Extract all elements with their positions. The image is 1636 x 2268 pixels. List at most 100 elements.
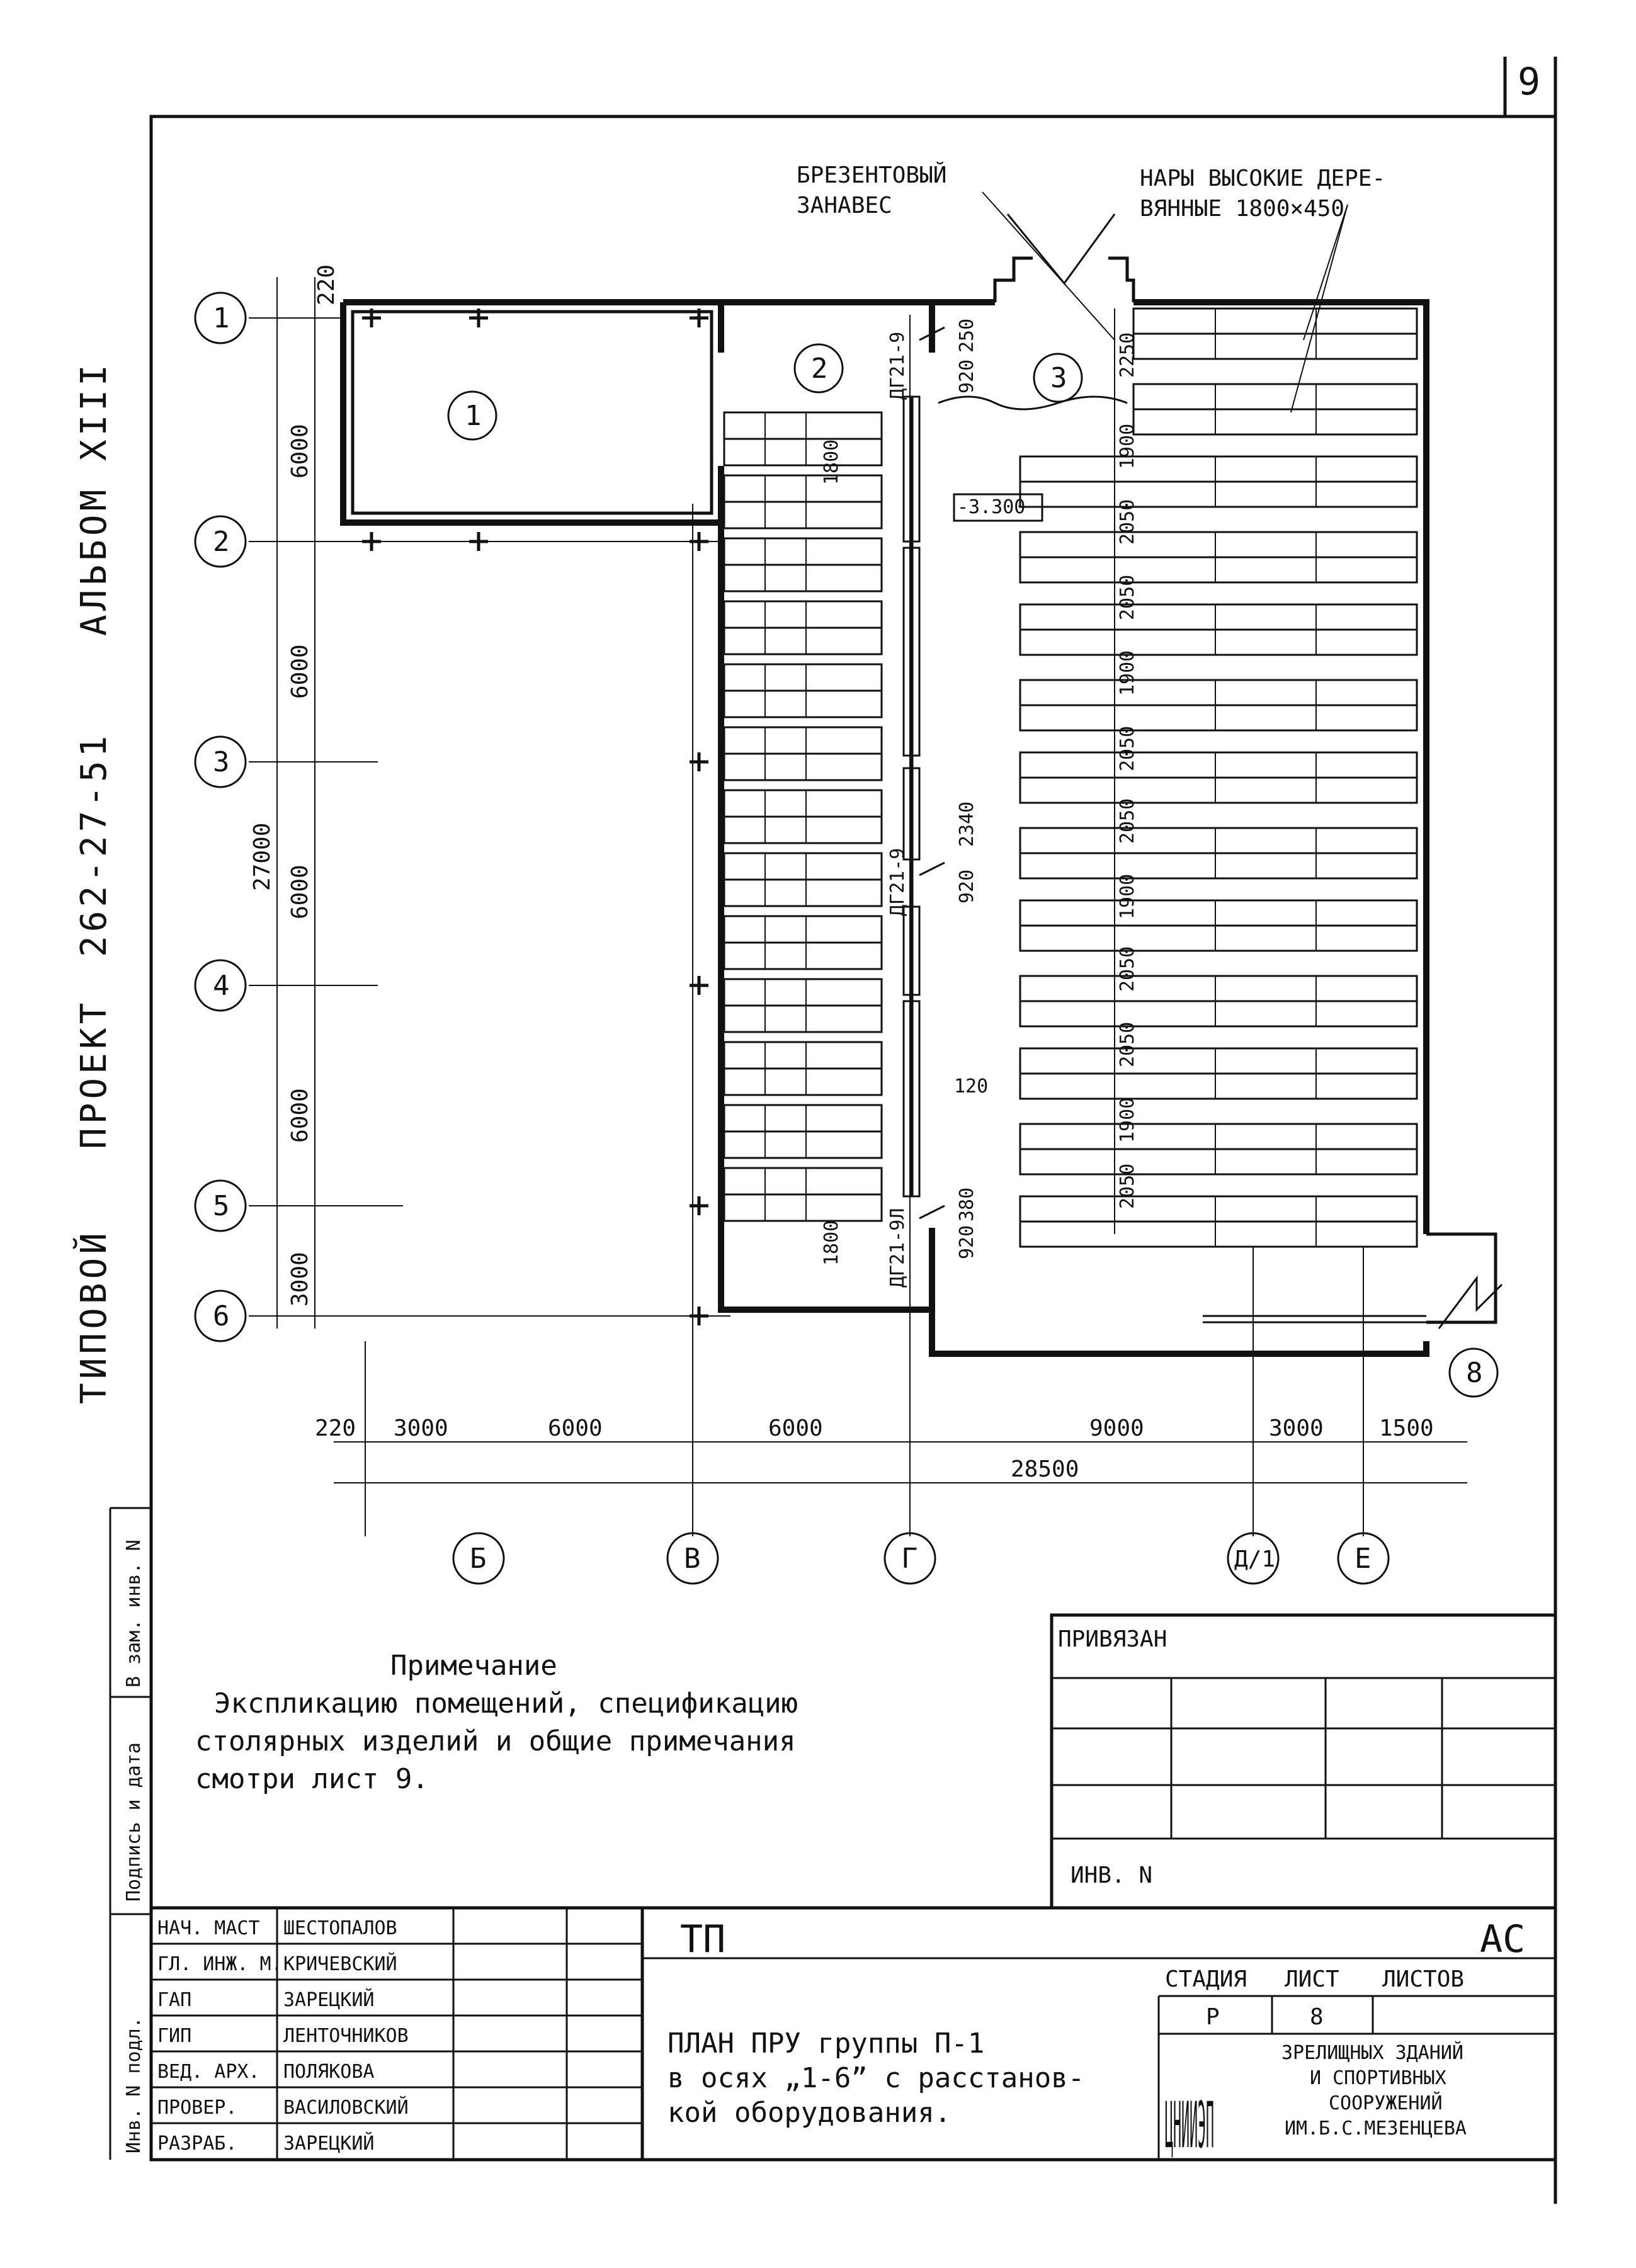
title-line-1: ПЛАН ПРУ группы П-1 — [667, 2027, 984, 2060]
role-name: ЗАРЕЦКИЙ — [283, 2132, 375, 2155]
bunks-callout-1: НАРЫ ВЫСОКИЕ ДЕРЕ- — [1140, 166, 1385, 191]
side-title-code: 262-27-51 — [74, 732, 115, 957]
title-line-3: кой оборудования. — [667, 2097, 951, 2129]
role-name: ШЕСТОПАЛОВ — [283, 1917, 397, 1939]
dim-left-220: 220 — [314, 264, 339, 305]
dim-bottom-3000-b: 3000 — [1269, 1415, 1324, 1441]
role-label: НАЧ. МАСТ — [157, 1917, 260, 1939]
dim-120: 120 — [954, 1075, 988, 1097]
dim-250: 250 — [956, 319, 978, 353]
partition-g — [902, 326, 945, 1220]
binding-inv: ИНВ. N — [1071, 1863, 1152, 1888]
axis-row-lines — [249, 317, 730, 1317]
org-line-1: ЗРЕЛИЩНЫХ ЗДАНИЙ — [1281, 2041, 1463, 2064]
bunks-room-3 — [1019, 307, 1418, 1248]
role-name: ЗАРЕЦКИЙ — [283, 1988, 375, 2011]
bunk-room2 — [723, 1004, 883, 1033]
bunk-room2 — [723, 1167, 883, 1196]
note-line-3: смотри лист 9. — [195, 1763, 429, 1795]
bunk-room2 — [723, 474, 883, 503]
curtain-line — [938, 395, 1128, 411]
side-stamp: В зам. инв. N Подпись и дата Инв. N подл… — [109, 1507, 151, 2160]
callout-leaders — [982, 191, 1348, 413]
dim-1800-bottom: 1800 — [821, 1220, 843, 1266]
role-name: ЛЕНТОЧНИКОВ — [283, 2025, 409, 2047]
dim-room3-value: 2050 — [1116, 946, 1139, 992]
bunk-room2 — [723, 663, 883, 692]
bunk-room3 — [1019, 1195, 1418, 1223]
bunk-room2 — [723, 815, 883, 844]
org-line-3: СООРУЖЕНИЙ — [1329, 2092, 1443, 2114]
role-label: ВЕД. АРХ. — [157, 2061, 260, 2083]
bunk-room2 — [723, 978, 883, 1007]
bunk-room2 — [723, 564, 883, 593]
stamp-vzam: В зам. инв. N — [123, 1539, 145, 1687]
title-tp: ТП — [680, 1917, 725, 1961]
bunk-room2 — [723, 689, 883, 718]
bunk-room3 — [1019, 975, 1418, 1002]
dim-room3-value: 2050 — [1116, 499, 1139, 545]
level-mark: -3.300 — [957, 496, 1025, 518]
room-markers: 1 2 3 8 — [447, 343, 1499, 1398]
bunk-room3 — [1132, 408, 1418, 436]
bunk-room2 — [723, 1041, 883, 1070]
role-label: РАЗРАБ. — [157, 2133, 237, 2155]
col-axis-g: Г — [901, 1543, 918, 1575]
dim-left-6000-d: 6000 — [287, 1088, 313, 1143]
bunk-room2 — [723, 1130, 883, 1159]
bunk-room2 — [723, 878, 883, 907]
dim-left-27000: 27000 — [249, 823, 275, 891]
bunk-room3 — [1132, 332, 1418, 360]
room-marker-3: 3 — [1050, 362, 1067, 394]
role-label: ГИП — [157, 2025, 191, 2047]
bunk-room3 — [1132, 307, 1418, 335]
bunk-room3 — [1019, 899, 1418, 927]
sheet-number: 9 — [1518, 60, 1540, 104]
dim-380: 380 — [956, 1188, 978, 1222]
role-label: ПРОВЕР. — [157, 2097, 237, 2119]
door-label-mid: ДГ21-9 — [887, 848, 909, 916]
dim-bottom-220: 220 — [315, 1415, 356, 1441]
side-title-album: АЛЬБОМ XIII — [74, 361, 115, 636]
note-line-2: столярных изделий и общие примечания — [195, 1725, 796, 1757]
row-axis-4: 4 — [213, 970, 230, 1002]
room-marker-1: 1 — [465, 400, 482, 432]
bunk-room2 — [723, 852, 883, 881]
col-axis-e: Е — [1355, 1543, 1372, 1575]
dim-920-mid: 920 — [956, 870, 978, 904]
side-title-project: ПРОЕКТ — [74, 999, 115, 1149]
dim-room3-value: 2050 — [1116, 726, 1139, 771]
dim-room3-value: 2050 — [1116, 1022, 1139, 1067]
room-marker-2: 2 — [811, 353, 828, 385]
row-axis-3: 3 — [213, 746, 230, 778]
dim-room3-value: 1900 — [1116, 1097, 1139, 1143]
side-title-typical: ТИПОВОЙ — [73, 1229, 115, 1404]
note-line-1: Экспликацию помещений, спецификацию — [214, 1687, 798, 1720]
bunk-room3 — [1019, 1148, 1418, 1176]
left-dimensions: 220 6000 6000 6000 6000 3000 27000 — [249, 264, 339, 1329]
col-axis-d1: Д/1 — [1234, 1546, 1275, 1572]
row-axis-6: 6 — [213, 1300, 230, 1332]
bunk-room2 — [723, 726, 883, 755]
row-axis-5: 5 — [213, 1190, 230, 1222]
mid-dimensions: 1800 1800 920 250 920 2340 920 380 120 -… — [821, 319, 1043, 1288]
dim-left-6000-c: 6000 — [287, 865, 313, 919]
bunk-room2 — [723, 789, 883, 818]
title-block — [149, 1906, 1557, 2162]
room-1-box — [351, 310, 713, 515]
title-ac: АС — [1480, 1917, 1525, 1961]
door-label-bottom: ДГ21-9Л — [887, 1208, 909, 1288]
structural-columns — [362, 309, 708, 1325]
sheet-label: ЛИСТ — [1285, 1966, 1339, 1992]
bunk-room2 — [723, 941, 883, 970]
bunk-room2 — [723, 1104, 883, 1133]
bunk-room2 — [723, 915, 883, 944]
dim-bottom-6000-b: 6000 — [768, 1415, 823, 1441]
dim-bottom-9000: 9000 — [1089, 1415, 1144, 1441]
stage-value: Р — [1206, 2004, 1220, 2030]
col-axis-v: В — [684, 1543, 701, 1575]
role-label: ГЛ. ИНЖ. М. — [157, 1953, 283, 1975]
bunk-room3 — [1019, 924, 1418, 952]
